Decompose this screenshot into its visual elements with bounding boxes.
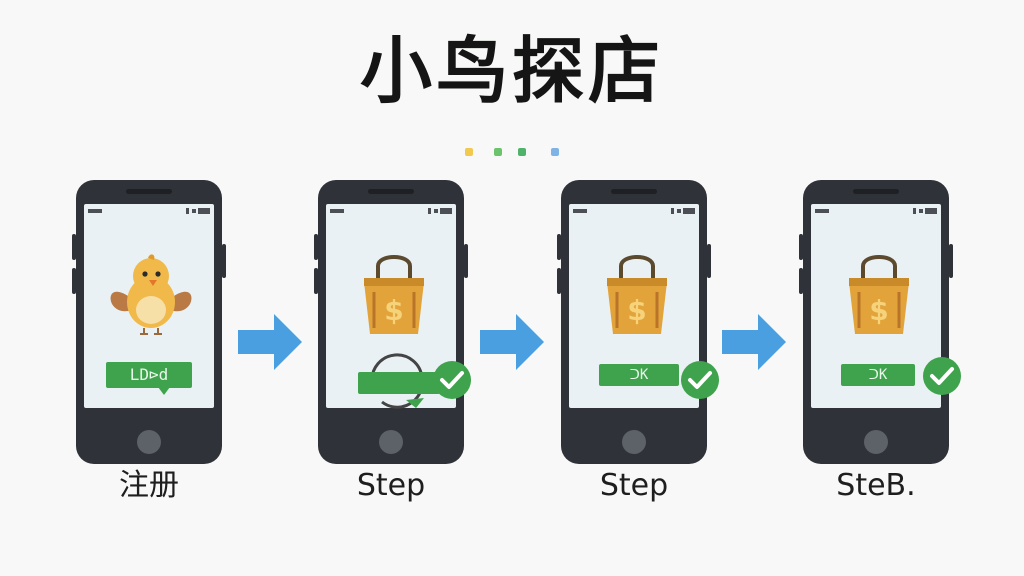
- check-icon: [681, 361, 719, 399]
- step-label-3: Step: [599, 468, 669, 503]
- side-button: [707, 244, 711, 278]
- progress-bar[interactable]: [358, 372, 440, 394]
- arrow-icon: [238, 314, 302, 370]
- phone-speaker: [853, 189, 899, 194]
- step-label-2: Step: [356, 468, 426, 503]
- diagram-title: 小鸟探店: [359, 29, 664, 113]
- side-button: [799, 268, 803, 294]
- step-label-1: 注册: [119, 468, 179, 503]
- step-label-4: SteB.: [836, 468, 916, 503]
- side-button: [557, 234, 561, 260]
- ok-button[interactable]: ᑐK: [841, 364, 915, 386]
- side-button: [557, 268, 561, 294]
- ok-button[interactable]: ᑐK: [599, 364, 679, 386]
- arrow-icon: [480, 314, 544, 370]
- side-button: [72, 268, 76, 294]
- shopping-bag-icon: $: [364, 255, 424, 334]
- phone-step-3: $ ᑐK: [557, 180, 711, 464]
- side-button: [464, 244, 468, 278]
- phone-screen: $ ᑐK: [811, 204, 941, 408]
- arrow-icon: [722, 314, 786, 370]
- phone-speaker: [368, 189, 414, 194]
- home-button: [864, 430, 888, 454]
- side-button: [314, 234, 318, 260]
- phone-step-1: LD⊳d: [72, 180, 226, 464]
- side-button: [314, 268, 318, 294]
- status-bar: [330, 208, 452, 214]
- title-dots: [0, 148, 1024, 160]
- register-button[interactable]: LD⊳d: [106, 362, 192, 388]
- svg-text:$: $: [627, 294, 646, 327]
- side-button: [72, 234, 76, 260]
- phone-speaker: [611, 189, 657, 194]
- status-bar: [88, 208, 210, 214]
- check-icon: [433, 361, 471, 399]
- status-bar: [573, 208, 695, 214]
- shopping-bag-icon: $: [849, 255, 909, 334]
- green-dot: [494, 148, 502, 156]
- side-button: [222, 244, 226, 278]
- svg-text:$: $: [384, 294, 403, 327]
- phone-screen: LD⊳d: [84, 204, 214, 408]
- bird-icon: [110, 254, 192, 335]
- status-bar: [815, 208, 937, 214]
- check-icon: [923, 357, 961, 395]
- phone-screen: $ ᑐK: [569, 204, 699, 408]
- yellow-dot: [465, 148, 473, 156]
- side-button: [799, 234, 803, 260]
- phone-speaker: [126, 189, 172, 194]
- side-button: [949, 244, 953, 278]
- blue-dot: [551, 148, 559, 156]
- phone-step-4: $ ᑐK: [799, 180, 953, 464]
- home-button: [137, 430, 161, 454]
- svg-text:$: $: [869, 294, 888, 327]
- home-button: [622, 430, 646, 454]
- phone-step-2: $: [314, 180, 468, 464]
- green-dot: [518, 148, 526, 156]
- home-button: [379, 430, 403, 454]
- shopping-bag-icon: $: [607, 255, 667, 334]
- pill-tail-icon: [158, 387, 170, 395]
